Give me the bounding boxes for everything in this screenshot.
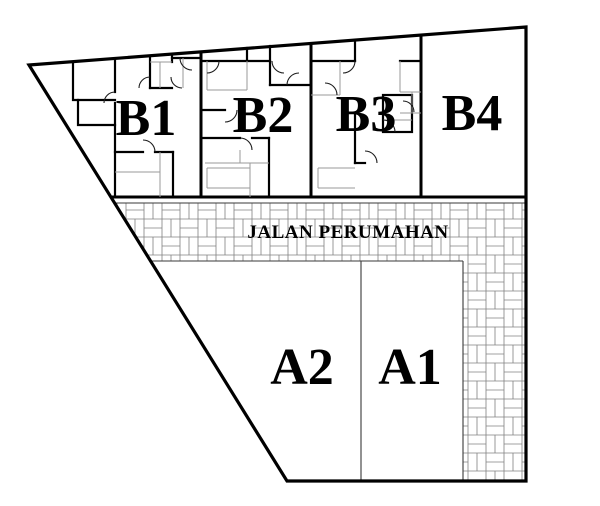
unit-b2-interior <box>199 44 313 199</box>
road-edges <box>114 202 526 262</box>
door-swing-arcs-b3 <box>324 60 415 164</box>
a-block-lines <box>360 261 464 481</box>
road-name-label: JALAN PERUMAHAN <box>247 222 448 243</box>
property-boundary <box>26 25 528 483</box>
door-swing-arcs-b1 <box>103 57 193 153</box>
unit-b2-label: B2 <box>233 87 294 144</box>
unit-a1-label: A1 <box>378 339 442 396</box>
unit-b1-label: B1 <box>116 90 177 147</box>
unit-b4-label: B4 <box>442 85 503 142</box>
side-paved-strip <box>463 203 526 481</box>
unit-b3-interior <box>309 38 423 189</box>
door-swing-arcs-b2 <box>206 60 300 151</box>
unit-b3-label: B3 <box>336 86 397 143</box>
unit-a2-label: A2 <box>270 339 334 396</box>
unit-b1-interior <box>71 52 203 199</box>
